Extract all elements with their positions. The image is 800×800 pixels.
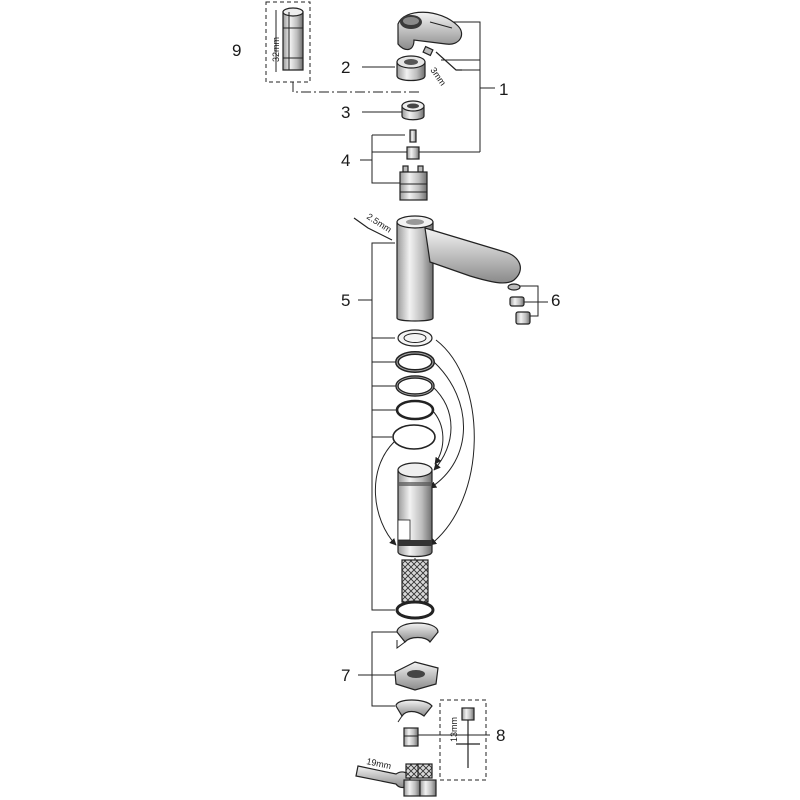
callout-8: 8	[496, 726, 505, 745]
callout-5: 5	[341, 291, 350, 310]
callout-2: 2	[341, 58, 350, 77]
callout-3: 3	[341, 103, 350, 122]
callout-labels: 1 2 3 4 5 6 7 8 9	[232, 41, 560, 745]
fixing-nut	[403, 727, 419, 747]
adapter	[406, 146, 420, 160]
o-ring-1	[395, 351, 435, 373]
leader-lines	[292, 21, 548, 736]
dim-2-5mm: 2.5mm	[365, 211, 394, 234]
dim-3mm: 3mm	[428, 65, 448, 87]
fixing-clip	[395, 699, 433, 723]
support-plate	[394, 661, 439, 691]
horseshoe-washer	[396, 622, 439, 649]
o-rings	[392, 329, 436, 450]
sealing-ring	[395, 600, 435, 620]
threaded-shank	[397, 462, 433, 558]
faucet-body	[396, 215, 521, 322]
callout-6: 6	[551, 291, 560, 310]
socket-tool-13mm: 13mm	[439, 699, 487, 781]
hex-key-2-5mm: 2.5mm	[353, 211, 394, 241]
callout-7: 7	[341, 666, 350, 685]
cap	[396, 55, 426, 82]
grub-screw	[422, 45, 434, 57]
o-ring-2	[395, 375, 435, 397]
dim-32mm: 32mm	[271, 37, 281, 62]
adapter-pin	[409, 129, 417, 143]
washer-1	[397, 329, 433, 347]
lever-handle	[397, 11, 463, 51]
aerator	[507, 283, 531, 325]
o-ring-3	[395, 399, 435, 421]
ring-nut	[401, 100, 425, 121]
callout-9: 9	[232, 41, 241, 60]
assembly-arrows	[375, 339, 475, 546]
cartridge	[399, 165, 428, 201]
callout-1: 1	[499, 80, 508, 99]
hex-key-3mm: 3mm	[428, 51, 462, 88]
callout-4: 4	[341, 151, 350, 170]
assembly-tool-32mm: 32mm	[265, 1, 311, 83]
hose-connectors	[403, 763, 437, 797]
o-ring-4	[392, 424, 436, 450]
dim-13mm: 13mm	[449, 717, 459, 742]
braided-hose	[401, 559, 429, 603]
wrench-19mm: 19mm	[355, 756, 411, 789]
